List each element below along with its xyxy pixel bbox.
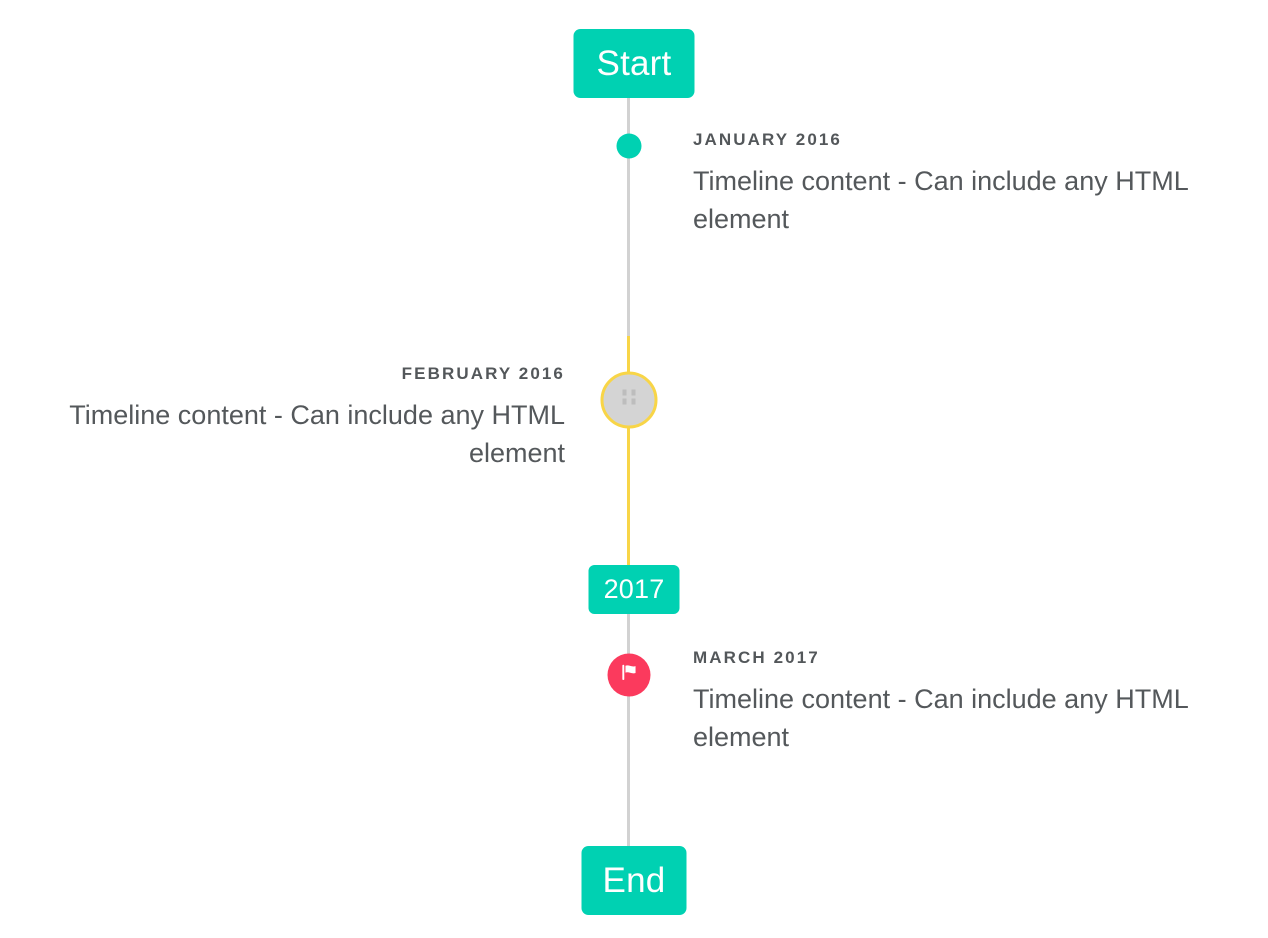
timeline-content-february-2016: FEBRUARY 2016 Timeline content - Can inc… — [35, 364, 565, 472]
flag-icon — [618, 662, 640, 689]
timeline-marker-ring[interactable] — [600, 371, 658, 429]
timeline-marker-dot[interactable] — [616, 133, 642, 159]
timeline-event-body: Timeline content - Can include any HTML … — [693, 165, 1188, 235]
timeline-event-body: Timeline content - Can include any HTML … — [69, 399, 565, 469]
timeline-start-badge[interactable]: Start — [573, 29, 695, 98]
timeline-axis-active-segment — [627, 336, 630, 568]
timeline-year-badge-2017[interactable]: 2017 — [588, 565, 680, 614]
timeline-content-january-2016: JANUARY 2016 Timeline content - Can incl… — [693, 130, 1223, 238]
timeline-event-date: JANUARY 2016 — [693, 130, 842, 149]
timeline-end-badge[interactable]: End — [581, 846, 687, 915]
timeline-event-body: Timeline content - Can include any HTML … — [693, 683, 1188, 753]
timeline-marker-flag[interactable] — [607, 653, 651, 697]
timeline-event-date: MARCH 2017 — [693, 648, 820, 667]
placeholder-icon — [619, 388, 639, 413]
timeline-event-date: FEBRUARY 2016 — [401, 364, 565, 383]
timeline-content-march-2017: MARCH 2017 Timeline content - Can includ… — [693, 648, 1223, 756]
